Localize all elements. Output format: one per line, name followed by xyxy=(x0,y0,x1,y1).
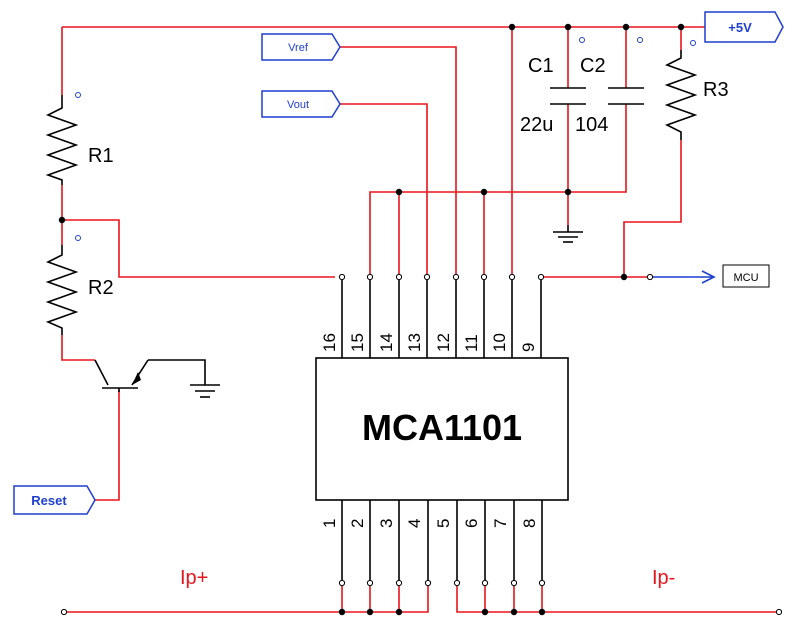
pin-label-15: 15 xyxy=(348,333,367,352)
port-mcu: MCU xyxy=(650,264,770,288)
pin-label-16: 16 xyxy=(320,333,339,352)
port-vref-label: Vref xyxy=(288,42,309,54)
capacitor-c1-symbol xyxy=(550,37,586,105)
port-vout: Vout xyxy=(261,90,341,118)
capacitor-c1-label: C1 xyxy=(528,55,554,77)
junction-nodes xyxy=(58,23,685,616)
capacitor-c2-symbol xyxy=(608,37,644,105)
pin-label-13: 13 xyxy=(405,333,424,352)
resistor-r1-label: R1 xyxy=(88,145,114,167)
port-vref: Vref xyxy=(261,33,341,61)
label-ip-plus: Ip+ xyxy=(180,567,208,589)
port-reset-label: Reset xyxy=(31,493,67,508)
ground-symbol-caps xyxy=(553,225,583,243)
chip-name: MCA1101 xyxy=(362,407,522,448)
pin-label-12: 12 xyxy=(434,333,453,352)
resistor-r3-label: R3 xyxy=(703,79,729,101)
port-mcu-label: MCU xyxy=(733,272,758,284)
resistor-r1-symbol xyxy=(45,92,81,185)
pin-label-11: 11 xyxy=(462,334,481,352)
pin-label-9: 9 xyxy=(519,343,538,352)
capacitor-c1-value: 22u xyxy=(520,114,553,136)
pin-label-4: 4 xyxy=(405,519,424,528)
label-ip-minus: Ip- xyxy=(652,567,675,589)
pin-label-1: 1 xyxy=(320,519,339,528)
ground-symbol-transistor xyxy=(148,359,220,398)
chip-mca1101: MCA1101 16 15 14 13 12 11 10 9 1 2 3 4 5… xyxy=(315,333,569,528)
capacitor-c2-label: C2 xyxy=(580,55,606,77)
wires xyxy=(61,26,779,613)
pin-label-10: 10 xyxy=(490,333,509,352)
port-vcc-label: +5V xyxy=(728,20,752,35)
pin-label-6: 6 xyxy=(462,519,481,528)
pin-label-14: 14 xyxy=(377,333,396,352)
transistor-symbol xyxy=(94,359,149,392)
port-vcc: +5V xyxy=(704,11,784,43)
pin-label-2: 2 xyxy=(348,519,367,528)
pin-label-5: 5 xyxy=(434,519,453,528)
port-reset: Reset xyxy=(13,485,96,515)
port-vout-label: Vout xyxy=(287,99,309,111)
pin-label-7: 7 xyxy=(491,519,510,528)
pin-label-3: 3 xyxy=(377,519,396,528)
capacitor-c2-value: 104 xyxy=(575,114,608,136)
chip-leads xyxy=(341,277,543,612)
resistor-r3-symbol xyxy=(664,40,698,140)
resistor-r2-label: R2 xyxy=(88,277,114,299)
resistor-r2-symbol xyxy=(45,235,81,335)
pin-label-8: 8 xyxy=(520,519,539,528)
pin-terminals xyxy=(60,273,783,616)
